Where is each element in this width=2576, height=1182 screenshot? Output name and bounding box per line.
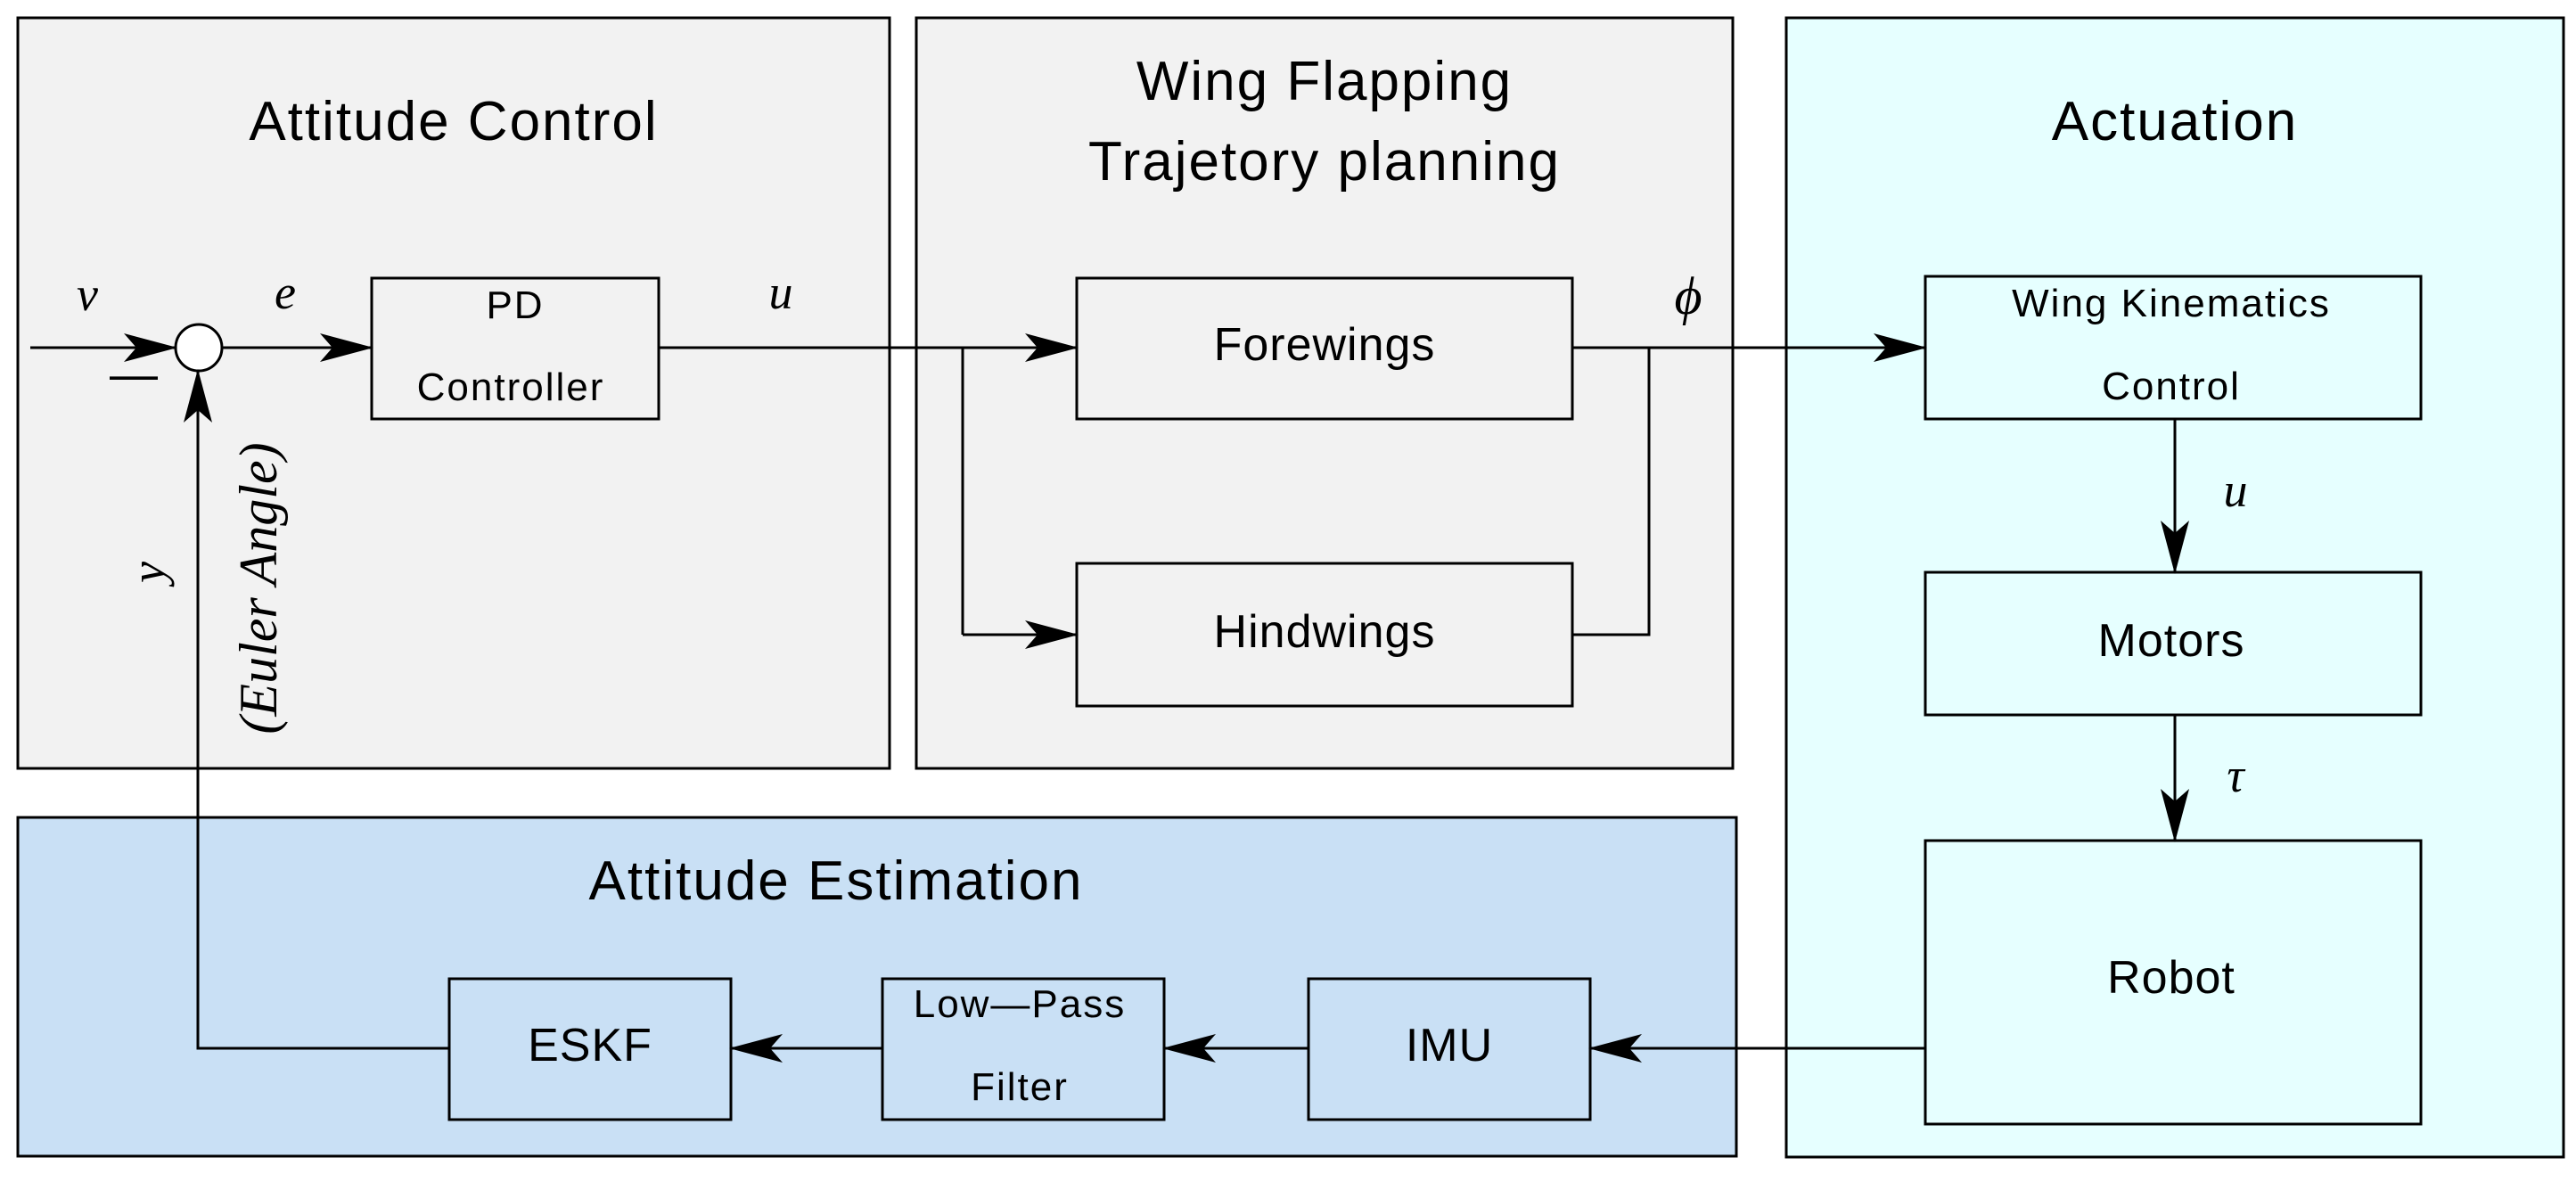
robot-block: Robot <box>1924 839 2423 1126</box>
attitude-control-title: Attitude Control <box>249 91 658 152</box>
euler-angle-label: (Euler Angle) <box>229 442 288 734</box>
feedback-y-line <box>184 369 449 1050</box>
signal-e-label: e <box>275 266 296 319</box>
hindwings-label: Hindwings <box>1214 606 1436 658</box>
attitude-estimation-title: Attitude Estimation <box>589 850 1084 912</box>
motors-label: Motors <box>2098 615 2245 667</box>
pd-controller-label-line2: Controller <box>417 365 605 409</box>
wing-kinematics-control-block: Wing Kinematics Control <box>1924 275 2423 421</box>
imu-label: IMU <box>1406 1020 1493 1071</box>
eskf-label: ESKF <box>528 1020 652 1071</box>
trajectory-title-line1: Wing Flapping <box>1136 51 1513 112</box>
imu-block: IMU <box>1307 977 1592 1121</box>
low-pass-label-line1: Low—Pass <box>914 982 1127 1026</box>
forewings-label: Forewings <box>1214 319 1436 371</box>
connectors <box>30 333 2189 1063</box>
eskf-block: ESKF <box>447 977 733 1121</box>
pd-controller-block: PD Controller <box>370 276 660 421</box>
signal-minus-label: — <box>110 348 158 401</box>
signal-y-label: y <box>121 562 175 587</box>
hindwings-merge-line <box>1572 348 1651 636</box>
motors-block: Motors <box>1924 570 2423 717</box>
low-pass-filter-block: Low—Pass Filter <box>881 977 1166 1121</box>
signal-u-motor-label: u <box>2224 464 2248 517</box>
signal-phi-label: ϕ <box>1674 267 1702 325</box>
hindwings-block: Hindwings <box>1075 562 1574 708</box>
signal-tau-label: τ <box>2227 749 2245 802</box>
pd-controller-label-line1: PD <box>486 283 544 327</box>
signal-u-control-label: u <box>769 266 793 319</box>
low-pass-label-line2: Filter <box>971 1065 1069 1109</box>
trajectory-title-line2: Trajetory planning <box>1088 131 1561 193</box>
robot-label: Robot <box>2107 952 2236 1004</box>
wing-kinematics-label-line2: Control <box>2102 365 2241 408</box>
summing-junction <box>174 323 224 373</box>
actuation-title: Actuation <box>2052 91 2299 152</box>
signal-v-label: v <box>77 267 98 321</box>
forewings-block: Forewings <box>1075 276 1574 421</box>
wing-kinematics-label-line1: Wing Kinematics <box>2012 282 2331 325</box>
